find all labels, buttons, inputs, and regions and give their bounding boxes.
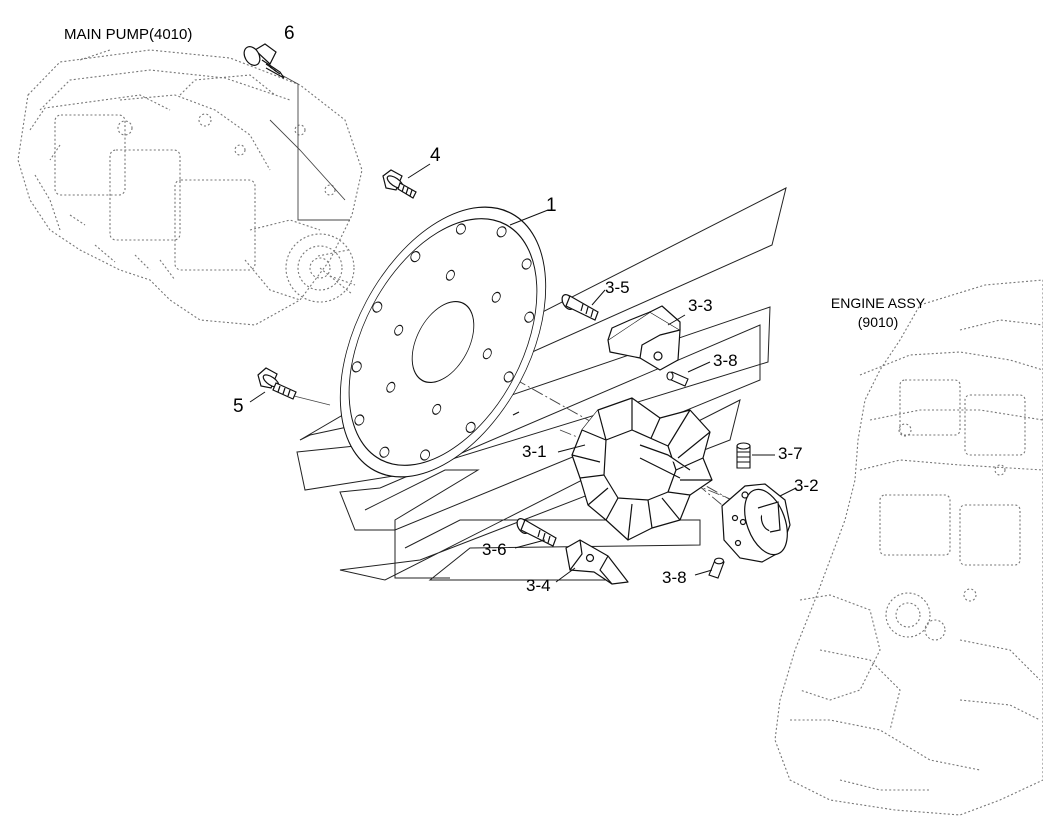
main-pump-ghost (17, 49, 363, 326)
engine-assy-label-line1: ENGINE ASSY (830, 295, 926, 311)
callout-5: 5 (233, 396, 244, 417)
callout-3-4: 3-4 (526, 576, 551, 595)
callout-3-5: 3-5 (605, 278, 630, 297)
engine-assy-label: ENGINE ASSY (9010) (818, 294, 938, 332)
bolt-part-5 (257, 367, 297, 400)
engine-assy-label-line2: (9010) (857, 314, 899, 330)
flange-plate-part-1 (339, 206, 547, 478)
clamp-block-part-3-4 (565, 539, 629, 585)
bolt-part-4 (382, 169, 417, 199)
set-screw-part-3-7 (736, 442, 751, 469)
pump-bolt-leaders (269, 71, 350, 406)
callout-3-2: 3-2 (794, 476, 819, 495)
callout-3-3: 3-3 (688, 296, 713, 315)
bolt-part-6 (243, 43, 285, 79)
dowel-pin-part-3-8-lower (708, 557, 725, 579)
bolt-part-3-5 (561, 294, 599, 321)
callout-1: 1 (546, 195, 557, 216)
main-pump-label: MAIN PUMP(4010) (64, 26, 193, 43)
callout-3-8-lower: 3-8 (662, 568, 687, 587)
callout-leaders (249, 163, 797, 583)
engine-ghost (774, 279, 1043, 816)
hub-part-3-2 (721, 483, 791, 563)
dowel-pin-part-3-8-upper (666, 371, 689, 387)
clamp-block-part-3-3 (607, 305, 681, 371)
callout-3-6: 3-6 (482, 540, 507, 559)
callout-6: 6 (284, 23, 295, 44)
callout-3-7: 3-7 (778, 444, 803, 463)
callout-3-8-upper: 3-8 (713, 351, 738, 370)
coupling-element-part-3-1 (571, 397, 713, 541)
bolt-part-3-6 (516, 518, 557, 547)
callout-3-1: 3-1 (522, 442, 547, 461)
callout-4: 4 (430, 145, 441, 166)
